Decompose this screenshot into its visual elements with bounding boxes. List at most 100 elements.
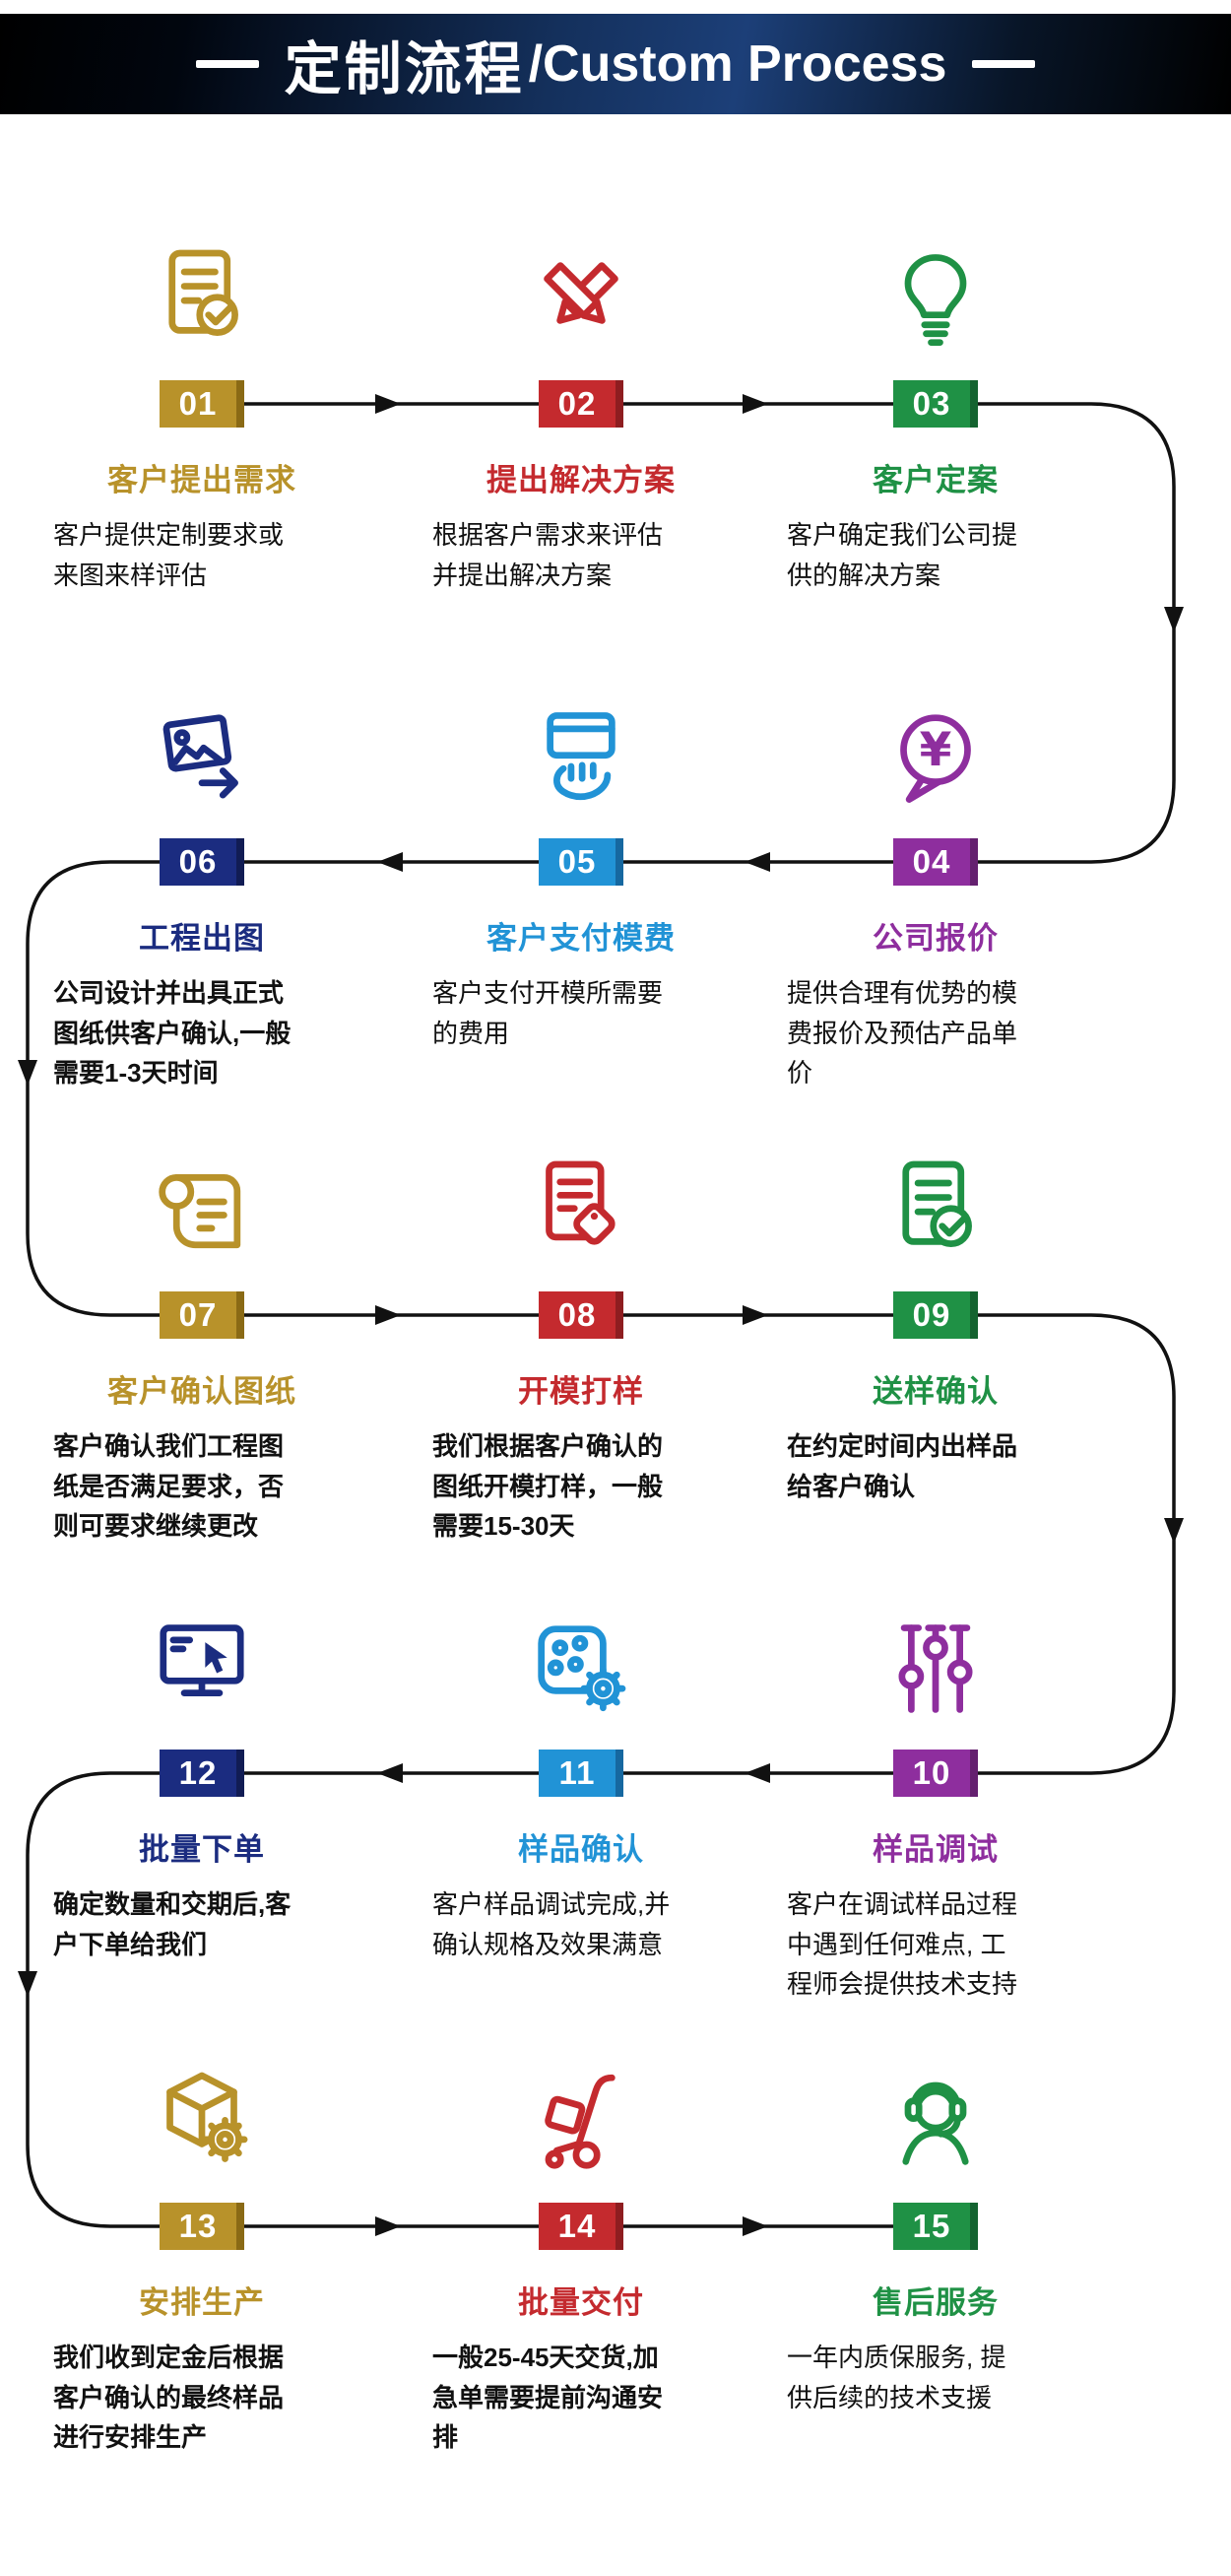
step-description: 在约定时间内出样品给客户确认 [787, 1431, 1018, 1501]
step-title: 开模打样 [518, 1374, 644, 1409]
step-description: 一般25-45天交货,加急单需要提前沟通安排 [432, 2343, 664, 2453]
dots-gear-icon [419, 1614, 744, 1724]
step-description: 客户样品调试完成,并确认规格及效果满意 [432, 1889, 671, 1959]
delivery-trolley-icon [419, 2067, 744, 2177]
lightbulb-icon [773, 244, 1098, 355]
flow-arrow [1164, 607, 1184, 632]
flow-arrow [377, 1763, 403, 1783]
flow-arrow [375, 1305, 401, 1325]
step-03: 03 客户定案 客户确定我们公司提供的解决方案 [773, 244, 1098, 595]
flow-line [26, 860, 162, 1317]
step-07: 07 客户确认图纸 客户确认我们工程图纸是否满足要求，否则可要求继续更改 [39, 1156, 364, 1547]
step-number-badge: 08 [539, 1291, 623, 1339]
step-description: 我们根据客户确认的图纸开模打样，一般需要15-30天 [432, 1431, 664, 1542]
flow-arrow [743, 394, 768, 414]
step-number-badge: 13 [160, 2203, 244, 2250]
step-title: 客户确认图纸 [107, 1374, 296, 1409]
step-description: 提供合理有优势的模费报价及预估产品单价 [787, 978, 1018, 1089]
scroll-drawing-icon [39, 1156, 364, 1266]
step-title: 样品调试 [873, 1832, 999, 1867]
step-number-badge: 14 [539, 2203, 623, 2250]
flow-arrow [375, 394, 401, 414]
step-title: 客户定案 [873, 463, 999, 497]
step-14: 14 批量交付 一般25-45天交货,加急单需要提前沟通安排 [419, 2067, 744, 2458]
step-description: 根据客户需求来评估并提出解决方案 [432, 520, 664, 590]
flow-arrow [18, 1060, 37, 1086]
step-number-badge: 06 [160, 838, 244, 886]
monitor-cursor-icon [39, 1614, 364, 1724]
step-number-badge: 03 [893, 380, 978, 428]
step-title: 客户提出需求 [107, 463, 296, 497]
step-15: 15 售后服务 一年内质保服务, 提供后续的技术支援 [773, 2067, 1098, 2417]
step-06: 06 工程出图 公司设计并出具正式图纸供客户确认,一般需要1-3天时间 [39, 702, 364, 1093]
page-title-en: /Custom Process [528, 35, 947, 93]
step-13: 13 安排生产 我们收到定金后根据客户确认的最终样品进行安排生产 [39, 2067, 364, 2458]
step-08: 08 开模打样 我们根据客户确认的图纸开模打样，一般需要15-30天 [419, 1156, 744, 1547]
flow-line [975, 402, 1176, 864]
step-11: 11 样品确认 客户样品调试完成,并确认规格及效果满意 [419, 1614, 744, 1964]
step-description: 客户支付开模所需要的费用 [432, 978, 664, 1048]
flow-arrow [1164, 1518, 1184, 1544]
drawing-output-icon [39, 702, 364, 813]
document-approved-icon [773, 1156, 1098, 1266]
step-number-badge: 10 [893, 1750, 978, 1797]
document-check-icon [39, 244, 364, 355]
step-description: 客户提供定制要求或来图来样评估 [53, 520, 285, 590]
step-description: 客户在调试样品过程中遇到任何难点, 工程师会提供技术支持 [787, 1889, 1018, 2000]
flow-arrow [18, 1971, 37, 1997]
package-gear-icon [39, 2067, 364, 2177]
step-number-badge: 11 [539, 1750, 623, 1797]
step-title: 工程出图 [139, 921, 265, 956]
flow-arrow [743, 2216, 768, 2236]
step-number-badge: 05 [539, 838, 623, 886]
flow-arrow [377, 852, 403, 872]
flow-arrow [745, 1763, 770, 1783]
step-12: 12 批量下单 确定数量和交期后,客户下单给我们 [39, 1614, 364, 1964]
payment-card-icon [419, 702, 744, 813]
step-title: 客户支付模费 [486, 921, 676, 956]
flow-arrow [743, 1305, 768, 1325]
step-title: 公司报价 [873, 921, 999, 956]
step-02: 02 提出解决方案 根据客户需求来评估并提出解决方案 [419, 244, 744, 595]
header-banner: 定制流程 /Custom Process [0, 14, 1231, 114]
svg-text:¥: ¥ [920, 723, 952, 777]
page-title-zh: 定制流程 [284, 37, 525, 101]
document-tag-icon [419, 1156, 744, 1266]
step-description: 一年内质保服务, 提供后续的技术支援 [787, 2343, 1006, 2412]
step-title: 送样确认 [873, 1374, 999, 1409]
step-description: 客户确定我们公司提供的解决方案 [787, 520, 1018, 590]
flow-line [975, 1313, 1176, 1775]
step-number-badge: 15 [893, 2203, 978, 2250]
step-number-badge: 01 [160, 380, 244, 428]
step-description: 客户确认我们工程图纸是否满足要求，否则可要求继续更改 [53, 1431, 285, 1542]
step-number-badge: 02 [539, 380, 623, 428]
step-number-badge: 07 [160, 1291, 244, 1339]
step-description: 我们收到定金后根据客户确认的最终样品进行安排生产 [53, 2343, 285, 2453]
step-title: 样品确认 [518, 1832, 644, 1867]
step-05: 05 客户支付模费 客户支付开模所需要的费用 [419, 702, 744, 1053]
step-title: 售后服务 [873, 2285, 999, 2320]
step-number-badge: 12 [160, 1750, 244, 1797]
crossed-pencils-icon [419, 244, 744, 355]
step-01: 01 客户提出需求 客户提供定制要求或来图来样评估 [39, 244, 364, 595]
sliders-icon [773, 1614, 1098, 1724]
flow-line [26, 1771, 162, 2228]
price-bubble-yen-icon: ¥ [773, 702, 1098, 813]
flow-arrow [375, 2216, 401, 2236]
step-title: 批量交付 [518, 2285, 644, 2320]
step-number-badge: 04 [893, 838, 978, 886]
step-title: 提出解决方案 [486, 463, 676, 497]
step-04: ¥ 04 公司报价 提供合理有优势的模费报价及预估产品单价 [773, 702, 1098, 1093]
step-number-badge: 09 [893, 1291, 978, 1339]
title-dash-right [972, 60, 1036, 68]
step-09: 09 送样确认 在约定时间内出样品给客户确认 [773, 1156, 1098, 1506]
step-title: 安排生产 [139, 2285, 265, 2320]
step-10: 10 样品调试 客户在调试样品过程中遇到任何难点, 工程师会提供技术支持 [773, 1614, 1098, 2005]
title-dash-left [195, 60, 259, 68]
step-description: 确定数量和交期后,客户下单给我们 [53, 1889, 292, 1959]
step-description: 公司设计并出具正式图纸供客户确认,一般需要1-3天时间 [53, 978, 292, 1089]
step-title: 批量下单 [139, 1832, 265, 1867]
flow-arrow [745, 852, 770, 872]
